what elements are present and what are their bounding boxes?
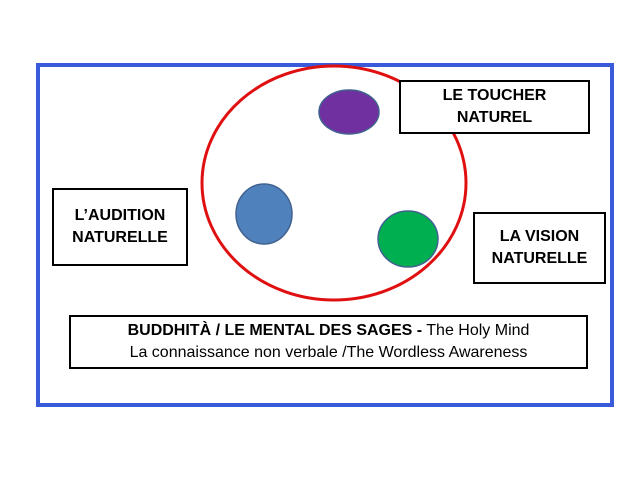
wordless-awareness-line: La connaissance non verbale /The Wordles… bbox=[129, 344, 528, 361]
holy-mind-box: BUDDHITÀ / LE MENTAL DES SAGES - The Hol… bbox=[69, 315, 588, 369]
hearing-label-line2: NATURELLE bbox=[72, 229, 168, 246]
vision-label-box: LA VISION NATURELLE bbox=[473, 212, 606, 284]
holy-mind-title: BUDDHITÀ / LE MENTAL DES SAGES - The Hol… bbox=[128, 320, 530, 342]
vision-label-line2: NATURELLE bbox=[491, 250, 588, 267]
vision-label-line1: LA VISION bbox=[499, 228, 580, 245]
hearing-label-box: L’AUDITION NATURELLE bbox=[52, 188, 188, 266]
hearing-label-line1: L’AUDITION bbox=[74, 207, 166, 224]
touch-label-line1: LE TOUCHER bbox=[442, 87, 547, 104]
touch-label-box: LE TOUCHER NATUREL bbox=[399, 80, 590, 134]
touch-dot bbox=[318, 89, 380, 135]
mind-ring bbox=[200, 64, 468, 302]
touch-label-line2: NATUREL bbox=[456, 109, 533, 126]
hearing-dot bbox=[235, 183, 293, 245]
holy-mind-english: The Holy Mind bbox=[422, 322, 530, 339]
vision-dot bbox=[377, 210, 439, 268]
holy-mind-bold: BUDDHITÀ / LE MENTAL DES SAGES - bbox=[127, 322, 423, 339]
